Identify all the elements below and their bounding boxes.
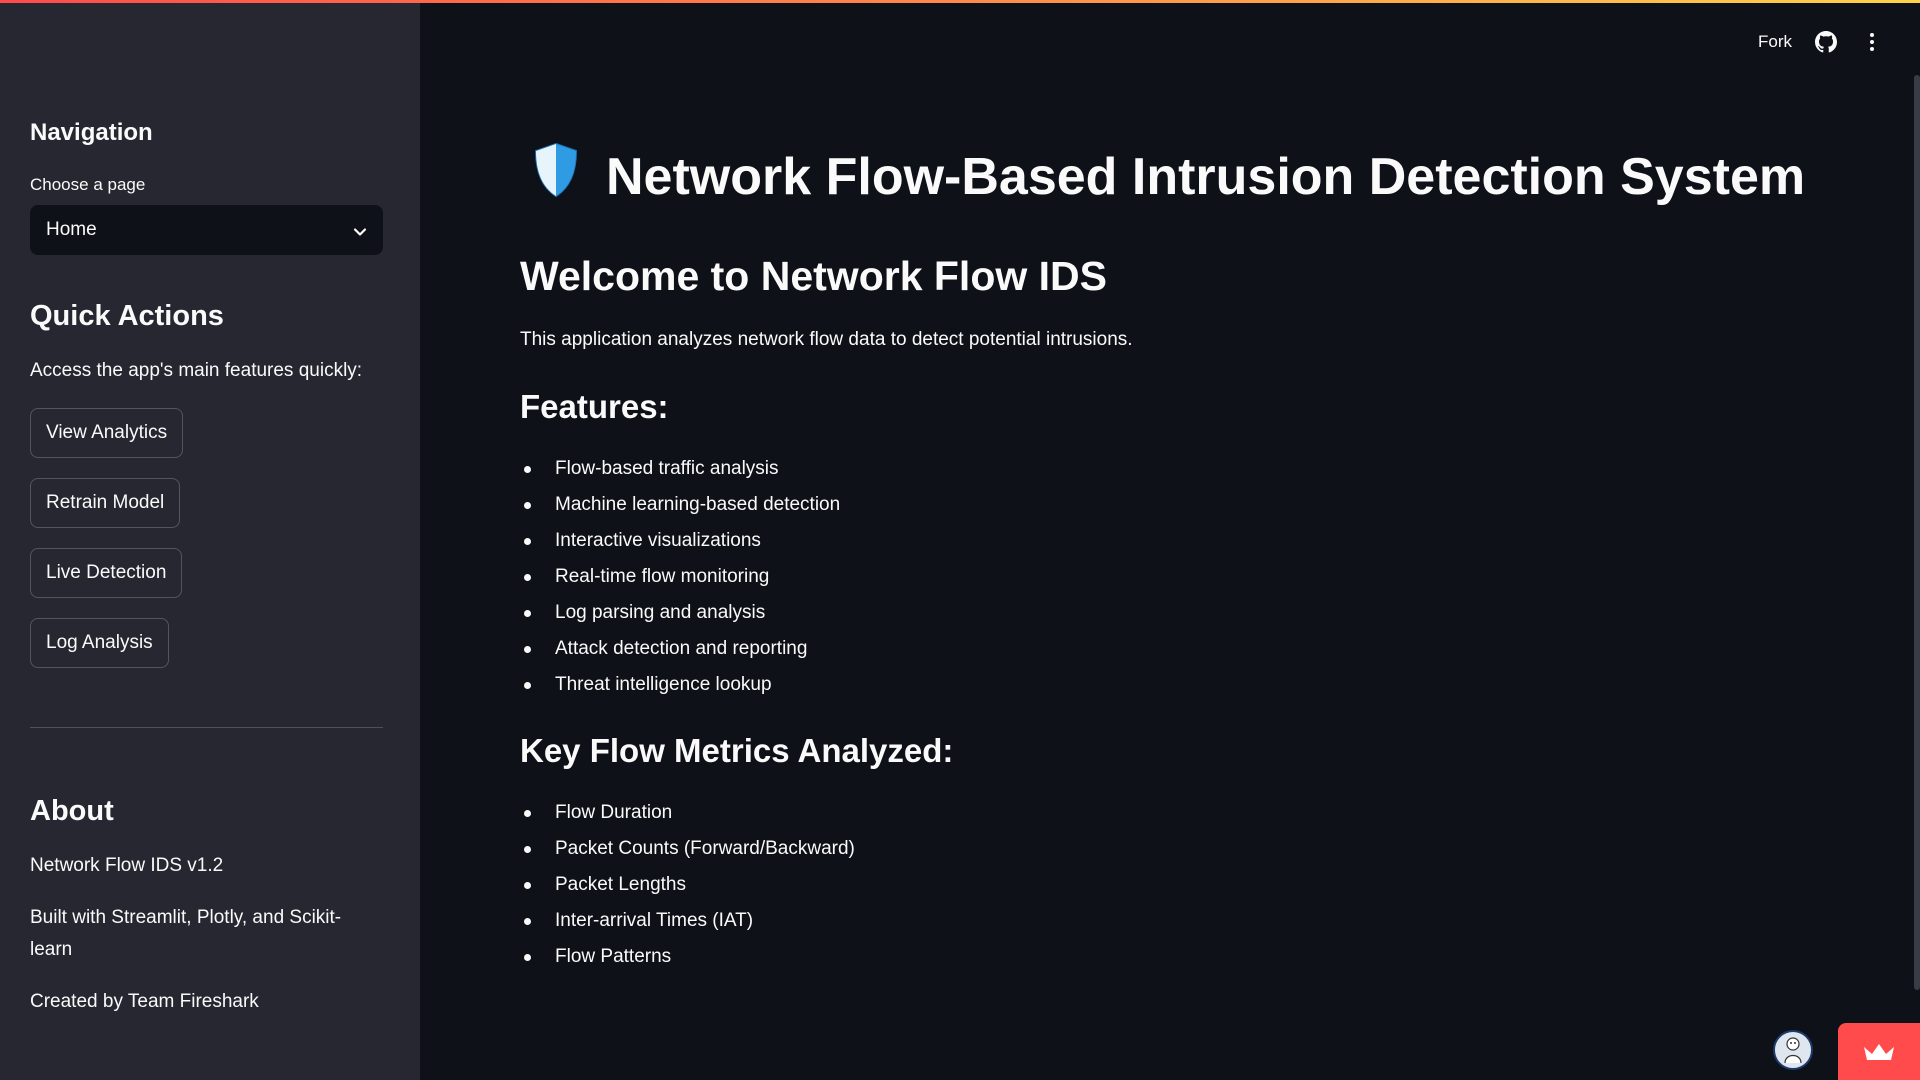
main-scrollbar[interactable] bbox=[1914, 75, 1920, 990]
about-credits: Created by Team Fireshark bbox=[30, 991, 259, 1012]
header-toolbar: Fork bbox=[1758, 30, 1884, 54]
list-item: Flow Duration bbox=[520, 795, 855, 831]
welcome-heading: Welcome to Network Flow IDS bbox=[520, 253, 1107, 299]
list-item: Log parsing and analysis bbox=[520, 595, 840, 631]
retrain-model-button[interactable]: Retrain Model bbox=[30, 478, 181, 528]
shield-icon bbox=[532, 142, 580, 211]
avatar[interactable] bbox=[1773, 1030, 1813, 1070]
streamlit-crown-icon[interactable] bbox=[1838, 1023, 1920, 1080]
list-item: Machine learning-based detection bbox=[520, 487, 840, 523]
list-item: Flow Patterns bbox=[520, 939, 855, 975]
page-title: Network Flow-Based Intrusion Detection S… bbox=[532, 142, 1805, 211]
quick-actions-heading: Quick Actions bbox=[30, 300, 224, 332]
features-heading: Features: bbox=[520, 388, 669, 425]
about-version: Network Flow IDS v1.2 bbox=[30, 855, 224, 876]
navigation-heading: Navigation bbox=[30, 119, 153, 146]
quick-actions-description: Access the app's main features quickly: bbox=[30, 360, 363, 381]
log-analysis-button[interactable]: Log Analysis bbox=[30, 618, 169, 668]
live-detection-button[interactable]: Live Detection bbox=[30, 548, 183, 598]
page-select-label: Choose a page bbox=[30, 175, 146, 194]
page-select-value: Home bbox=[46, 219, 97, 240]
list-item: Threat intelligence lookup bbox=[520, 667, 840, 703]
about-built-with: Built with Streamlit, Plotly, and Scikit… bbox=[30, 907, 342, 960]
list-item: Attack detection and reporting bbox=[520, 631, 840, 667]
list-item: Packet Lengths bbox=[520, 867, 855, 903]
features-list: Flow-based traffic analysis Machine lear… bbox=[520, 451, 840, 703]
chevron-down-icon bbox=[353, 223, 367, 237]
github-icon[interactable] bbox=[1814, 30, 1838, 54]
list-item: Interactive visualizations bbox=[520, 523, 840, 559]
sidebar-divider bbox=[30, 727, 383, 728]
list-item: Flow-based traffic analysis bbox=[520, 451, 840, 487]
list-item: Inter-arrival Times (IAT) bbox=[520, 903, 855, 939]
metrics-list: Flow Duration Packet Counts (Forward/Bac… bbox=[520, 795, 855, 975]
metrics-heading: Key Flow Metrics Analyzed: bbox=[520, 732, 954, 769]
sidebar: Navigation Choose a page Home Quick Acti… bbox=[0, 0, 420, 1080]
list-item: Packet Counts (Forward/Backward) bbox=[520, 831, 855, 867]
fork-link[interactable]: Fork bbox=[1758, 32, 1792, 51]
page-select[interactable]: Home bbox=[30, 205, 383, 255]
about-heading: About bbox=[30, 795, 114, 827]
kebab-menu-icon[interactable] bbox=[1860, 30, 1884, 54]
page-title-text: Network Flow-Based Intrusion Detection S… bbox=[606, 147, 1806, 206]
view-analytics-button[interactable]: View Analytics bbox=[30, 408, 184, 458]
top-decoration-bar bbox=[0, 0, 1920, 3]
intro-text: This application analyzes network flow d… bbox=[520, 329, 1133, 350]
list-item: Real-time flow monitoring bbox=[520, 559, 840, 595]
